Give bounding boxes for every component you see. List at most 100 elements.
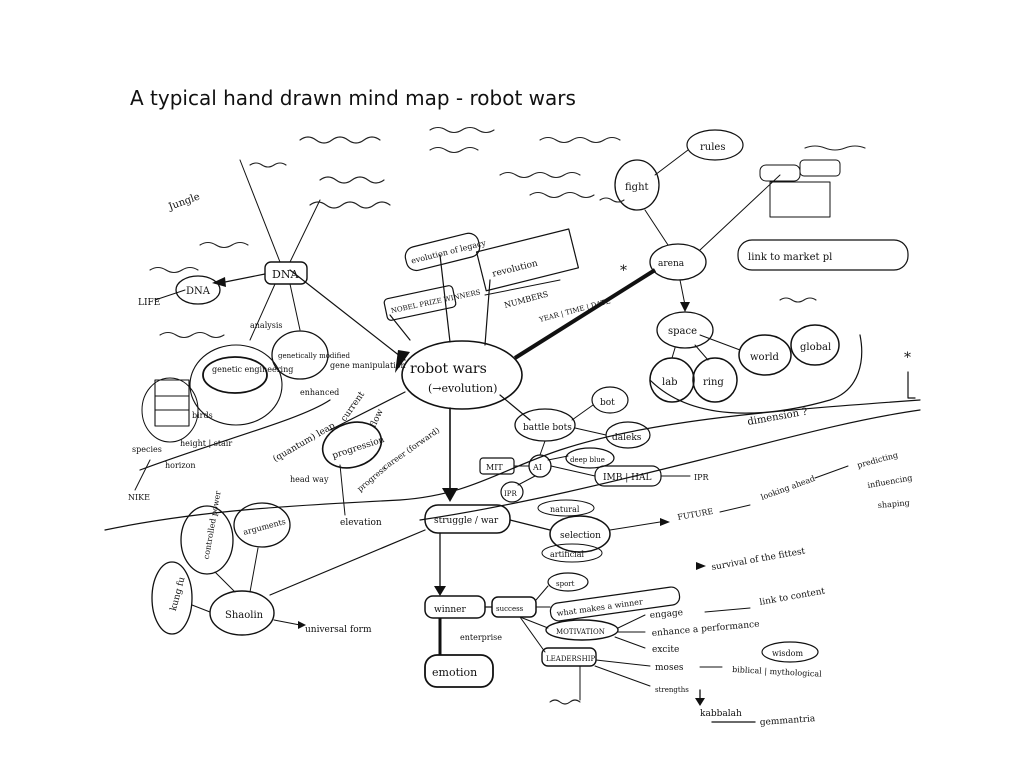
asterisk-mark: * (620, 263, 627, 279)
fight-node: fight (614, 159, 660, 211)
link-dna-circle (224, 273, 266, 283)
link-future-looking (719, 504, 751, 513)
kabbalah-label: kabbalah (700, 709, 742, 719)
link-success-leadership (519, 616, 546, 653)
arguments-node: arguments (233, 502, 291, 548)
height-stair-label: height | stair (180, 439, 232, 448)
link-shaolin-kungfu (191, 604, 211, 613)
arena-label: arena (658, 259, 685, 269)
influencing-label: influencing (867, 473, 913, 490)
deep-blue-node: deep blue (565, 447, 615, 469)
link-struggle-selection (509, 519, 551, 531)
world-label: world (750, 352, 780, 363)
quantum-leap-label: (quantum) leap (271, 420, 337, 465)
jungle-label: Jungle (166, 191, 201, 213)
dna-box-label: DNA (272, 268, 299, 281)
link-shaolin-arguments (249, 547, 259, 593)
motivation-node: MOTIVATION (545, 619, 619, 641)
revolution-label: revolution (491, 259, 539, 280)
dimension-label: dimension ? (747, 407, 809, 428)
rules-label: rules (700, 142, 725, 153)
biblical-label: biblical | mythological (732, 665, 822, 679)
link-dna-modified (289, 283, 301, 331)
link-center-progression (329, 391, 406, 431)
bot-node: bot (591, 386, 629, 414)
link-elevation (339, 464, 346, 516)
kabbalah-arrowhead (695, 698, 705, 706)
imb-hal-label: IMB | HAL (603, 473, 651, 483)
success-label: success (496, 605, 524, 613)
battle-bots-label: battle bots (523, 423, 572, 433)
dna-circle-label: DNA (186, 286, 211, 297)
species-label: species (132, 445, 162, 454)
link-ai-ipr (517, 475, 536, 486)
elevation-label: elevation (340, 518, 382, 528)
bot-label: bot (600, 398, 615, 408)
motivation-label: MOTIVATION (556, 628, 605, 636)
species-ring (141, 377, 199, 443)
space-arrowhead (680, 302, 690, 312)
emotion-label: emotion (432, 666, 477, 679)
link-center-revolution (484, 279, 491, 346)
link-ai-deepblue (547, 455, 569, 461)
leadership-label: LEADERSHIP (546, 655, 595, 663)
center-sublabel: (→evolution) (428, 382, 497, 395)
progress-label: progress (356, 464, 389, 494)
engage-label: engage (649, 608, 683, 621)
link-market-label: link to market pl (748, 252, 832, 263)
genetic-engineering-label: genetic engineering (212, 365, 293, 374)
arguments-label: arguments (242, 517, 287, 537)
link-success-motivation (519, 616, 549, 629)
selection-label: selection (560, 531, 601, 541)
mit-node: MIT (479, 457, 515, 475)
ipr-right-label: IPR (694, 473, 710, 482)
daleks-node: daleks (605, 421, 651, 449)
space-label: space (668, 326, 697, 337)
sweep-line-1 (104, 399, 921, 531)
sweep-line-3 (419, 409, 921, 521)
world-node: world (738, 334, 792, 376)
link-dna-life (154, 289, 186, 301)
shaolin-node: Shaolin (209, 590, 275, 636)
handwriting-scribbles (149, 126, 817, 339)
leadership-node: LEADERSHIP (541, 647, 597, 667)
evolution-legacy-node: evolution of legacy (404, 232, 487, 272)
ring-node: ring (692, 357, 738, 403)
sport-node: sport (547, 572, 589, 592)
global-label: global (800, 342, 831, 353)
natural-label: natural (550, 505, 580, 514)
birds-label: birds (192, 411, 213, 420)
daleks-label: daleks (612, 433, 642, 443)
struggle-arrowhead (442, 488, 458, 502)
ipr-left-node: IPR (500, 481, 524, 503)
link-leadership-strengths (594, 665, 651, 687)
kung-fu-label: kung fu (169, 576, 188, 612)
link-fight-rules (654, 149, 689, 176)
struggle-node: struggle / war (424, 504, 511, 534)
evolution-legacy-label: evolution of legacy (410, 238, 487, 265)
gene-manipulation-label: gene manipulation (330, 361, 406, 370)
link-center-arena (513, 268, 657, 360)
revolution-node: revolution (475, 228, 580, 292)
link-leadership-moses (595, 659, 651, 667)
link-struggle-shaolin (269, 529, 426, 596)
genetically-modified-label: genetically modified (278, 352, 350, 360)
wisdom-node: wisdom (761, 641, 819, 663)
link-looking-predicting (814, 465, 849, 479)
horizon-label: horizon (165, 461, 196, 470)
link-dna-top (239, 159, 281, 263)
ai-node: AI (528, 454, 552, 478)
dna-circle-node: DNA (175, 275, 221, 305)
progression-label: progression (331, 435, 386, 461)
link-shaolin-universal (273, 619, 301, 626)
controlled-power-label: controlled power (202, 490, 223, 560)
link-center-dna (289, 269, 406, 361)
link-space-ring (694, 344, 709, 361)
artificial-label: artificial (550, 550, 585, 559)
link-bb-ai (539, 440, 546, 456)
survival-label: survival of the fittest (711, 547, 807, 573)
head-way-label: head way (290, 475, 329, 484)
right-asterisk: * (904, 350, 911, 366)
enterprise-label: enterprise (460, 633, 502, 642)
